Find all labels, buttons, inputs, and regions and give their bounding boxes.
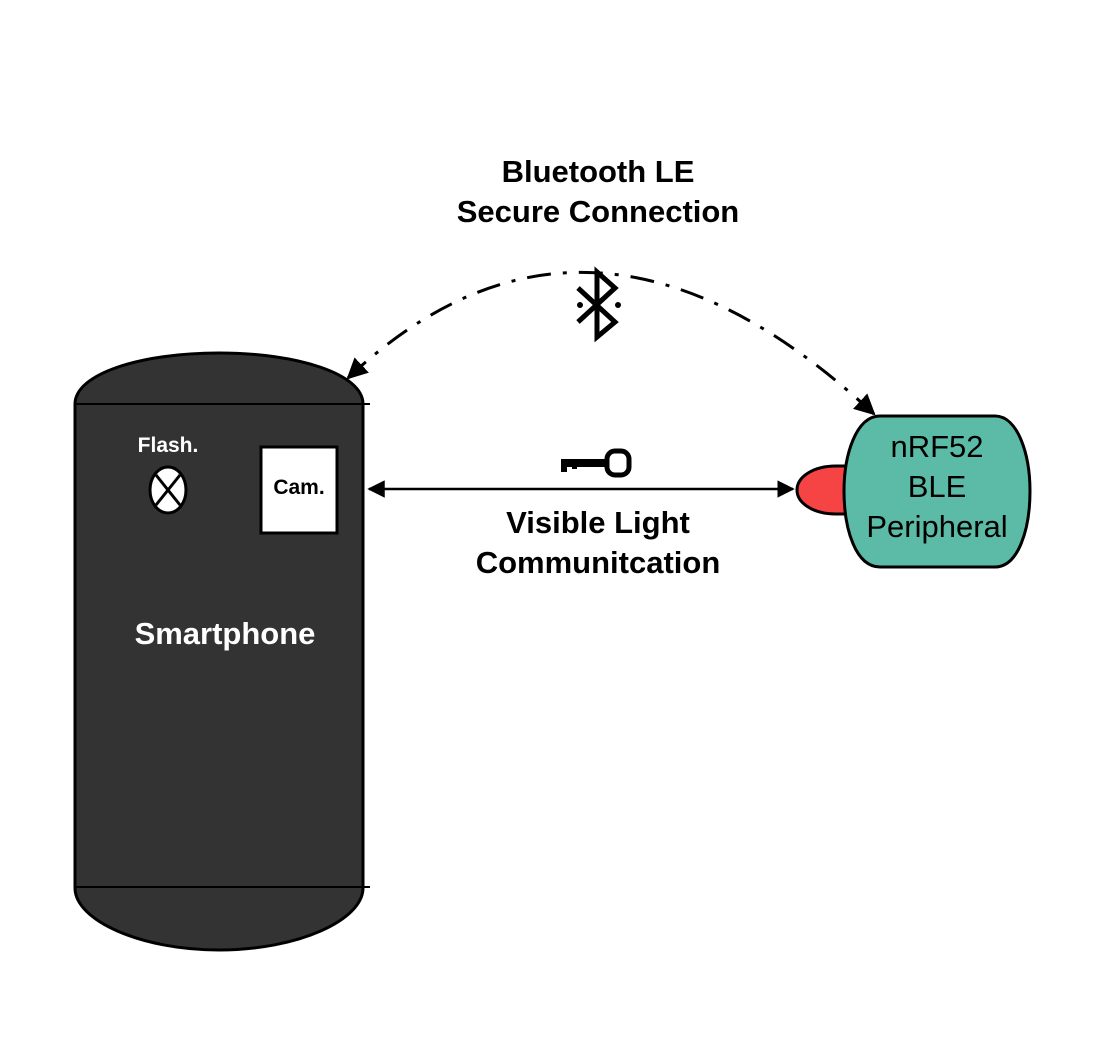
- lamp-icon: [148, 465, 188, 515]
- peripheral-label-line2: BLE: [908, 469, 967, 504]
- camera-box: [259, 445, 339, 535]
- peripheral-device: nRF52 BLE Peripheral: [795, 414, 1032, 569]
- key-icon: [561, 448, 632, 478]
- bluetooth-title-line2: Secure Connection: [457, 194, 740, 229]
- smartphone-body: [73, 351, 365, 952]
- flash-label: Flash.: [138, 434, 199, 457]
- led-indicator: [795, 464, 850, 516]
- vlc-title-line2: Communitcation: [476, 545, 721, 580]
- peripheral-body: [842, 414, 1032, 569]
- smartphone-label: Smartphone: [135, 616, 316, 651]
- camera-label: Cam.: [273, 476, 324, 499]
- bluetooth-icon: [576, 266, 621, 343]
- vlc-title-line1: Visible Light: [506, 505, 690, 540]
- peripheral-label-line3: Peripheral: [866, 509, 1007, 544]
- bluetooth-title-line1: Bluetooth LE: [502, 154, 695, 189]
- smartphone: Flash. Cam. Smartphone: [73, 351, 370, 952]
- peripheral-label-line1: nRF52: [890, 429, 983, 464]
